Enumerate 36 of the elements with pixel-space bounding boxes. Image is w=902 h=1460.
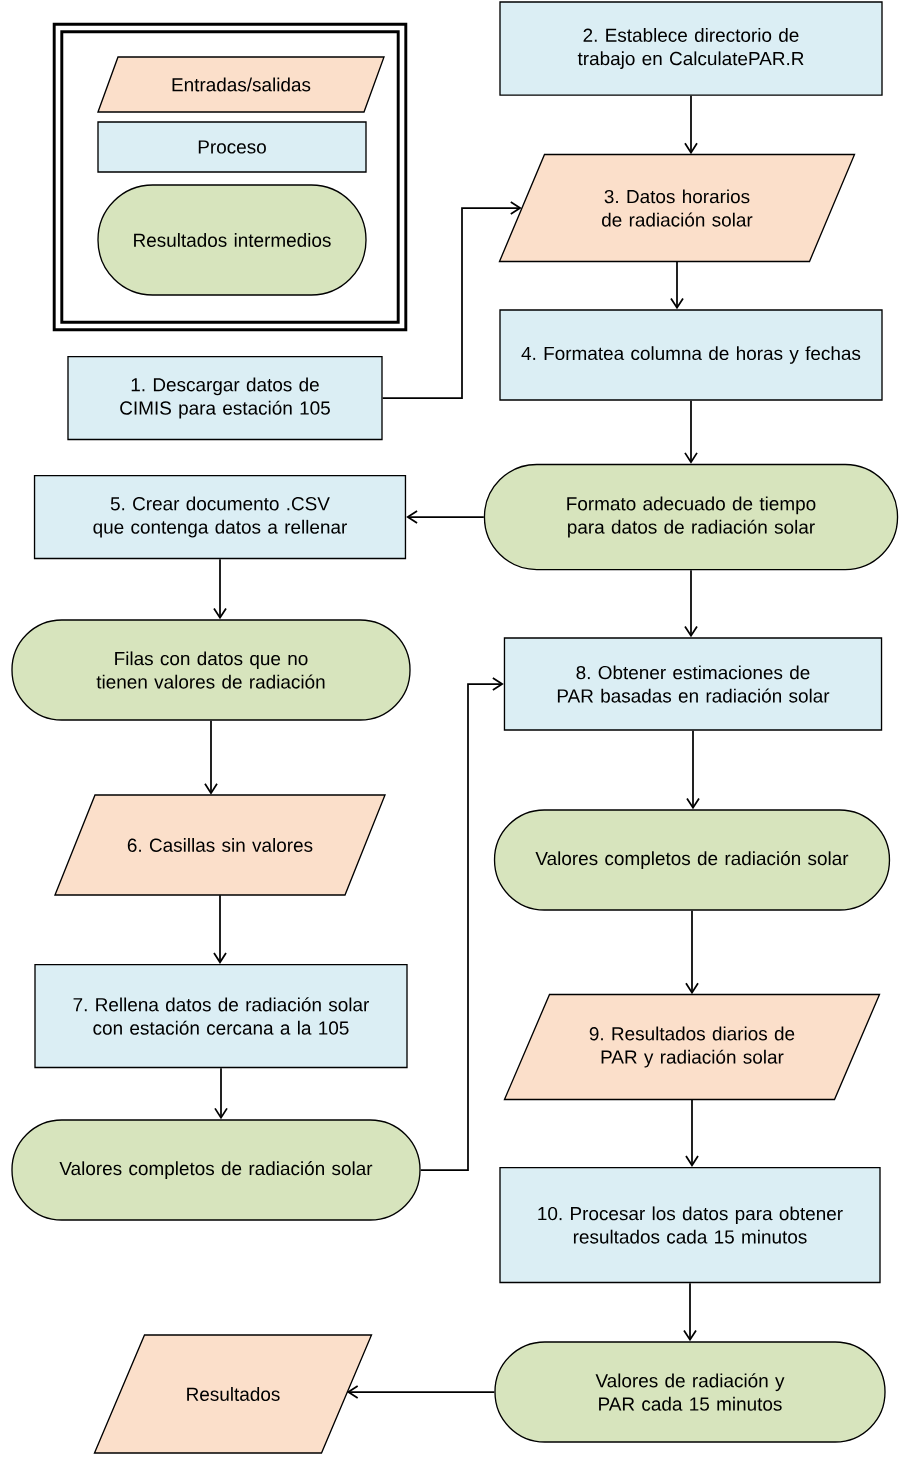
- arrow: [346, 1385, 496, 1399]
- process-box: 8. Obtener estimaciones de PAR basadas en radiación solar: [503, 637, 883, 731]
- result-terminal: Valores completos de radiación solar: [493, 809, 891, 911]
- process-box: 7. Rellena datos de radiación solar con estación cercana a la 105: [34, 963, 408, 1069]
- process-box: 1. Descargar datos de CIMIS para estación 105: [67, 355, 383, 441]
- arrow: [213, 894, 227, 964]
- process-box: Proceso: [97, 121, 367, 173]
- input-output-parallelogram: Entradas/salidas: [97, 56, 385, 113]
- input-output-parallelogram: 3. Datos horarios de radiación solar: [498, 153, 856, 263]
- arrow: [670, 260, 684, 310]
- legend-frame: [52, 22, 408, 332]
- arrow: [686, 729, 700, 810]
- process-box: 2. Establece directorio de trabajo en CalculatePAR.R: [499, 1, 883, 96]
- arrow: [685, 1098, 699, 1167]
- arrow: [214, 1067, 228, 1120]
- result-terminal: Formato adecuado de tiempo para datos de radiación solar: [483, 463, 899, 571]
- result-terminal: Resultados intermedios: [97, 184, 367, 296]
- input-output-parallelogram: 6. Casillas sin valores: [54, 794, 386, 896]
- input-output-parallelogram: 9. Resultados diarios de PAR y radiación solar: [503, 993, 881, 1101]
- process-box: 5. Crear documento .CSV que contenga datos a rellenar: [33, 474, 407, 560]
- result-terminal: Valores de radiación y PAR cada 15 minutos: [494, 1341, 886, 1443]
- arrow: [406, 510, 485, 524]
- arrow: [419, 677, 504, 1171]
- arrow: [381, 201, 522, 399]
- result-terminal: Filas con datos que no tienen valores de radiación: [11, 619, 411, 721]
- input-output-parallelogram: Resultados: [93, 1334, 373, 1454]
- arrow: [684, 399, 698, 464]
- arrow: [685, 909, 699, 995]
- result-terminal: Valores completos de radiación solar: [11, 1119, 421, 1221]
- arrow: [683, 1282, 697, 1342]
- arrow: [204, 719, 218, 795]
- arrow: [684, 569, 698, 638]
- process-box: 4. Formatea columna de horas y fechas: [499, 309, 883, 401]
- arrow: [684, 94, 698, 155]
- arrow: [213, 558, 227, 620]
- process-box: 10. Procesar los datos para obtener resultados cada 15 minutos: [499, 1166, 881, 1284]
